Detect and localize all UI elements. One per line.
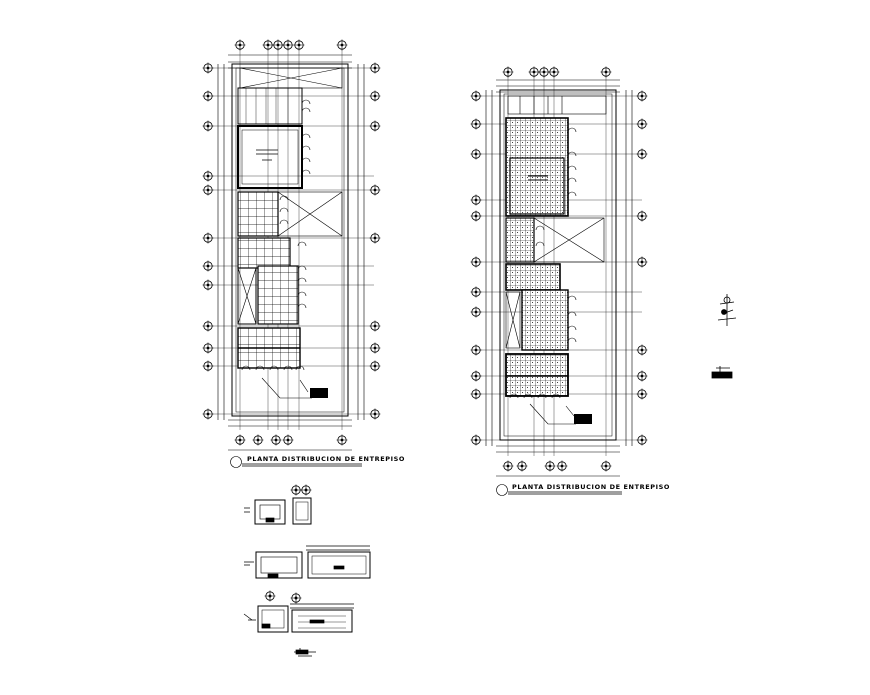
section-mark-icon (496, 484, 508, 496)
grid-bubble-icon (502, 66, 612, 78)
structural-details (243, 484, 371, 657)
north-arrow-icon (711, 366, 733, 379)
left-plan-title: PLANTA DISTRIBUCION DE ENTREPISO (247, 455, 405, 463)
right-plan-title: PLANTA DISTRIBUCION DE ENTREPISO (512, 483, 670, 491)
section-mark-icon (230, 456, 242, 468)
grid-bubble-icon (234, 434, 348, 446)
left-floor-plan (202, 39, 381, 468)
grid-bubble-icon (234, 39, 348, 51)
right-floor-plan (470, 66, 648, 496)
grid-bubble-icon (502, 460, 612, 472)
tree-symbol-icon (717, 294, 737, 326)
